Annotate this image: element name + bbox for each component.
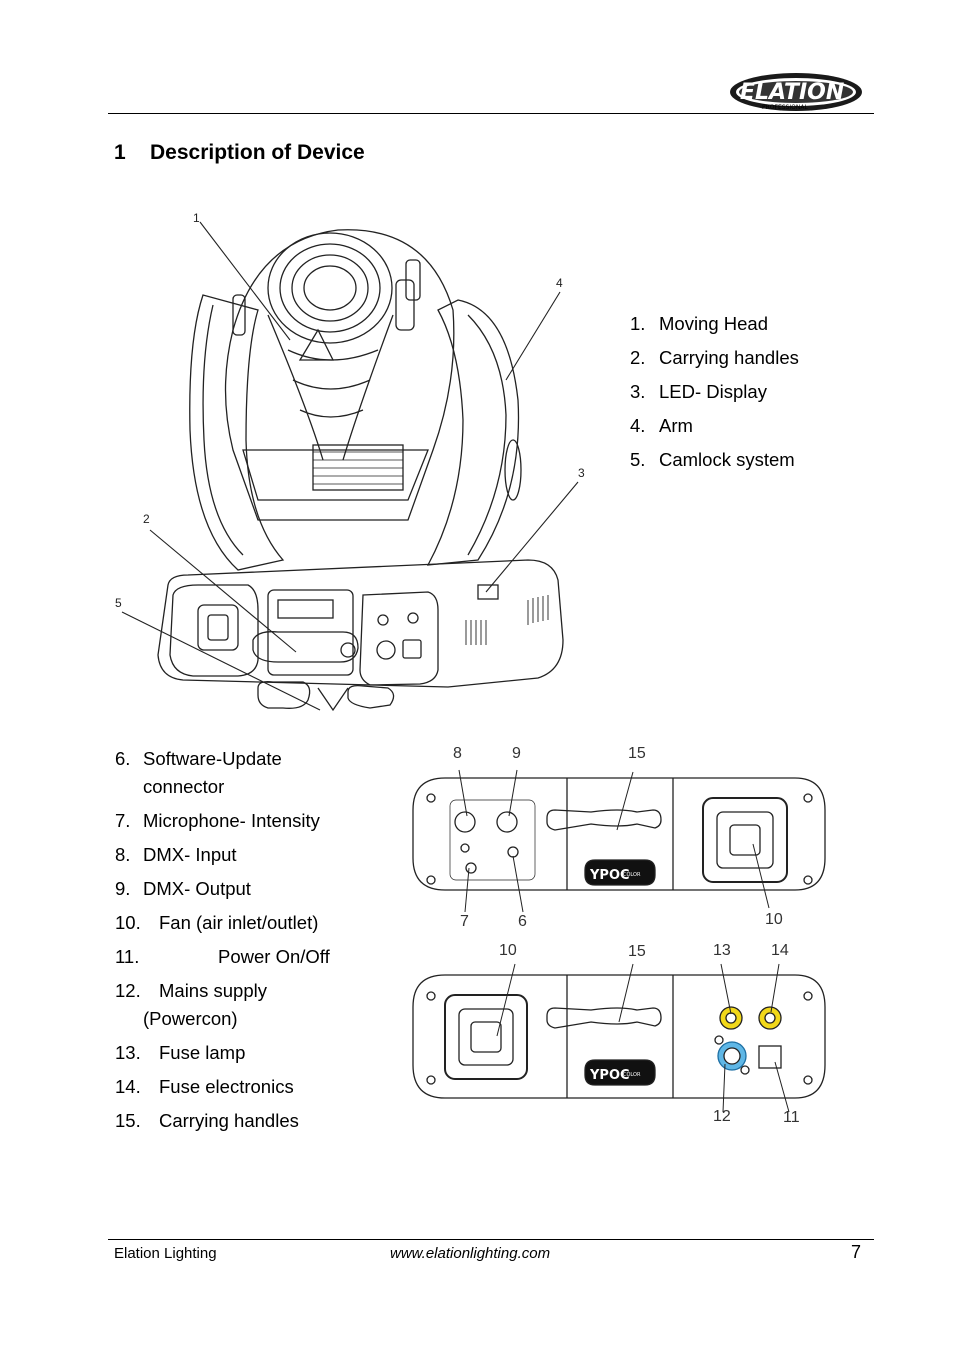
- item-label: DMX- Input: [143, 844, 237, 865]
- item-number: 12.: [115, 980, 141, 1001]
- item-number: 6.: [115, 748, 131, 769]
- item-label-cont: connector: [143, 776, 225, 797]
- moving-head-illustration: [121, 221, 579, 712]
- item-label: Carrying handles: [659, 347, 799, 368]
- callout-10-lower: 10: [499, 942, 517, 959]
- page-number: 7: [851, 1242, 862, 1262]
- item-label: Arm: [659, 415, 693, 436]
- callout-9: 9: [512, 745, 521, 762]
- callout-12: 12: [713, 1108, 731, 1125]
- list-item: 2. Carrying handles: [630, 346, 799, 380]
- item-label: Microphone- Intensity: [143, 810, 320, 831]
- item-label: Power On/Off: [218, 946, 330, 967]
- callout-14: 14: [771, 942, 789, 959]
- list-item: 11. Power On/Off: [115, 943, 355, 971]
- item-number: 15.: [115, 1110, 141, 1131]
- item-number: 9.: [115, 878, 131, 899]
- item-number: 8.: [115, 844, 131, 865]
- legend-top-list: 1. Moving Head 2. Carrying handles 3. LED- …: [630, 312, 799, 482]
- callout-10-upper: 10: [765, 911, 783, 928]
- list-item: 4. Arm: [630, 414, 799, 448]
- list-item: 1. Moving Head: [630, 312, 799, 346]
- callout-8: 8: [453, 745, 462, 762]
- rear-panel-lower-diagram: YPOC COLOR: [412, 963, 826, 1113]
- list-item: 10. Fan (air inlet/outlet): [115, 909, 355, 937]
- brand-sub-upper: COLOR: [623, 872, 641, 878]
- header-rule: [108, 113, 874, 114]
- item-label: Fan (air inlet/outlet): [159, 912, 319, 933]
- item-label: LED- Display: [659, 381, 767, 402]
- callout-15-upper: 15: [628, 745, 646, 762]
- item-number: 11.: [115, 946, 140, 967]
- item-label: Camlock system: [659, 449, 795, 470]
- brand-upper: YPOC: [589, 868, 630, 883]
- list-item: 7. Microphone- Intensity: [115, 807, 355, 835]
- item-number: 5.: [630, 449, 646, 470]
- callout-5: 5: [115, 596, 122, 610]
- item-number: 10.: [115, 912, 141, 933]
- list-item: 13. Fuse lamp: [115, 1039, 355, 1067]
- list-item: 8. DMX- Input: [115, 841, 355, 869]
- item-label: Moving Head: [659, 313, 769, 334]
- callout-15-lower: 15: [628, 943, 646, 960]
- footer-url-link[interactable]: www.elationlighting.com: [390, 1245, 551, 1262]
- callout-13: 13: [713, 942, 731, 959]
- section-title-text: Description of Device: [150, 141, 365, 164]
- callout-6: 6: [518, 913, 527, 930]
- item-label-cont: (Powercon): [143, 1008, 238, 1029]
- callout-1: 1: [193, 211, 200, 225]
- list-item: 12. Mains supply (Powercon): [115, 977, 355, 1033]
- callout-4: 4: [556, 276, 563, 290]
- item-label: DMX- Output: [143, 878, 251, 899]
- section-title: 1 Description of Device: [114, 141, 365, 165]
- list-item: 9. DMX- Output: [115, 875, 355, 903]
- item-number: 1.: [630, 313, 646, 334]
- item-label: Software-Update: [143, 748, 282, 769]
- item-number: 13.: [115, 1042, 141, 1063]
- item-number: 14.: [115, 1076, 141, 1097]
- item-label: Fuse electronics: [159, 1076, 294, 1097]
- rear-panel-upper-diagram: YPOC COLOR: [412, 769, 826, 913]
- item-number: 2.: [630, 347, 646, 368]
- callout-2: 2: [143, 512, 150, 526]
- footer-company: Elation Lighting: [114, 1245, 217, 1262]
- list-item: 15. Carrying handles: [115, 1107, 355, 1135]
- callout-3: 3: [578, 466, 585, 480]
- item-label: Fuse lamp: [159, 1042, 246, 1063]
- item-number: 4.: [630, 415, 646, 436]
- section-number: 1: [114, 141, 126, 164]
- brand-sub-lower: COLOR: [623, 1072, 641, 1078]
- elation-logo: ELATION PROFESSIONAL: [730, 73, 862, 111]
- callout-11: 11: [783, 1109, 800, 1126]
- item-label: Mains supply: [159, 980, 267, 1001]
- item-label: Carrying handles: [159, 1110, 299, 1131]
- footer-rule: [108, 1239, 874, 1240]
- list-item: 14. Fuse electronics: [115, 1073, 355, 1101]
- logo-subtext: PROFESSIONAL: [762, 104, 808, 111]
- list-item: 5. Camlock system: [630, 448, 799, 482]
- callout-7: 7: [460, 913, 469, 930]
- logo-text: ELATION: [740, 80, 844, 105]
- legend-bottom-list: 6. Software-Update connector 7. Microphone-…: [115, 745, 355, 1141]
- item-number: 7.: [115, 810, 131, 831]
- item-number: 3.: [630, 381, 646, 402]
- brand-lower: YPOC: [589, 1068, 630, 1083]
- list-item: 6. Software-Update connector: [115, 745, 355, 801]
- list-item: 3. LED- Display: [630, 380, 799, 414]
